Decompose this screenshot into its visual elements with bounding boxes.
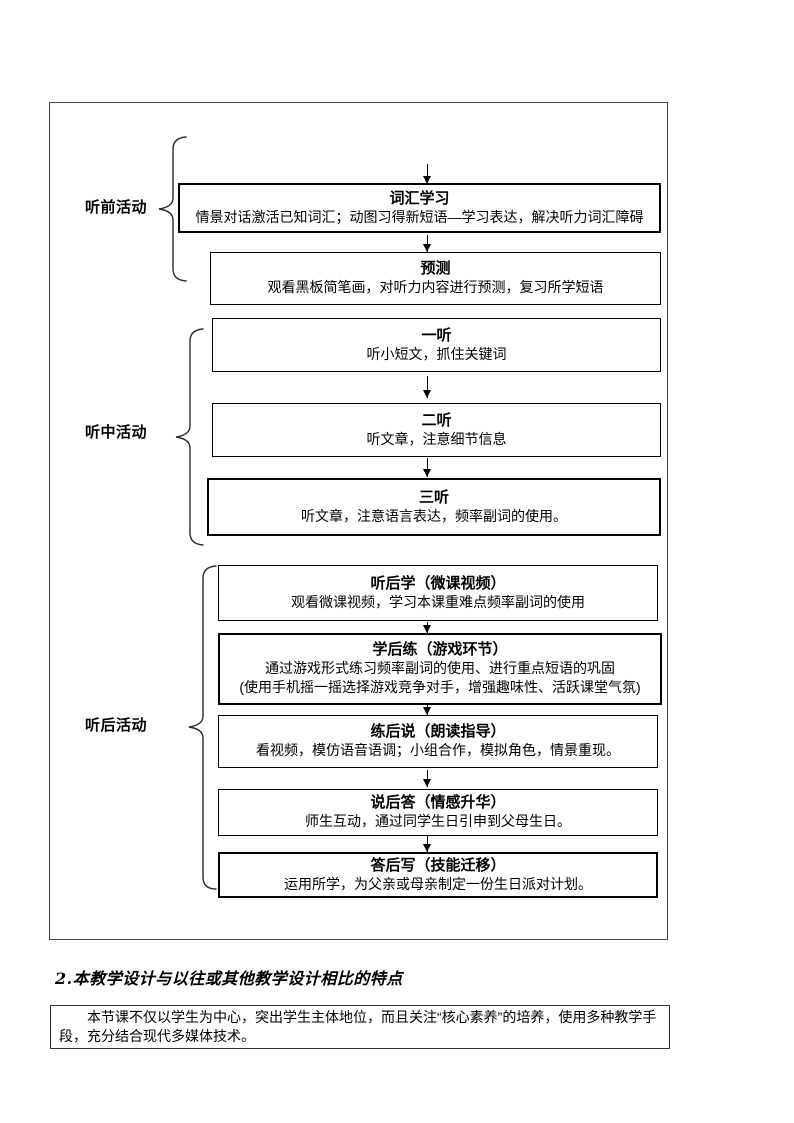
section-2-heading: 2.本教学设计与以往或其他教学设计相比的特点 xyxy=(55,969,403,988)
brace-post-listening xyxy=(188,565,217,890)
box-text: 观看微课视频，学习本课重难点频率副词的使用 xyxy=(291,593,585,610)
brace-pre-listening xyxy=(158,136,187,282)
box-title: 词汇学习 xyxy=(389,189,450,207)
flow-arrow-entry xyxy=(422,164,431,184)
flow-arrow-4-5 xyxy=(422,458,431,477)
flow-box-practice-after-learning: 学后练（游戏环节） 通过游戏形式练习频率副词的使用、进行重点短语的巩固 (使用手… xyxy=(218,633,662,705)
box-text: (使用手机摇一摇选择游戏竞争对手，增强趣味性、活跃课堂气氛) xyxy=(239,679,641,695)
flow-box-prediction: 预测 观看黑板简笔画，对听力内容进行预测，复习所学短语 xyxy=(210,252,661,305)
box-text: 观看黑板简笔画，对听力内容进行预测，复习所学短语 xyxy=(267,279,604,295)
section-label-post-listening: 听后活动 xyxy=(85,717,148,734)
box-title: 二听 xyxy=(421,411,452,429)
flow-box-answer-after-speaking: 说后答（情感升华） 师生互动，通过同学生日引申到父母生日。 xyxy=(218,789,658,836)
section-label-while-listening: 听中活动 xyxy=(85,424,148,441)
flow-box-second-listen: 二听 听文章，注意细节信息 xyxy=(212,403,661,457)
box-text: 通过游戏形式练习频率副词的使用、进行重点短语的巩固 xyxy=(265,660,615,676)
box-text: 听文章，注意细节信息 xyxy=(366,430,507,447)
flow-box-learn-after-listening: 听后学（微课视频） 观看微课视频，学习本课重难点频率副词的使用 xyxy=(218,565,658,621)
box-title: 答后写（技能迁移） xyxy=(370,856,506,874)
flow-box-vocab-learning: 词汇学习 情景对话激活已知词汇；动图习得新短语—学习表达，解决听力词汇障碍 xyxy=(178,183,661,233)
box-text: 看视频，模仿语音语调；小组合作，模拟角色，情景重现。 xyxy=(256,742,620,758)
flow-arrow-6-7 xyxy=(422,622,431,633)
flow-box-write-after-answering: 答后写（技能迁移） 运用所学，为父亲或母亲制定一份生日派对计划。 xyxy=(218,852,658,898)
flow-arrow-7-8 xyxy=(422,705,431,715)
flow-arrow-9-10 xyxy=(422,836,431,852)
section-label-pre-listening: 听前活动 xyxy=(85,199,148,216)
flow-arrow-1-2 xyxy=(422,235,431,252)
box-text: 运用所学，为父亲或母亲制定一份生日派对计划。 xyxy=(284,875,592,892)
box-title: 听后学（微课视频） xyxy=(370,574,506,592)
box-title: 学后练（游戏环节） xyxy=(372,641,508,658)
summary-note-box: 本节课不仅以学生为中心，突出学生主体地位，而且关注“核心素养”的培养，使用多种教… xyxy=(50,1005,670,1049)
flow-box-third-listen: 三听 听文章，注意语言表达，频率副词的使用。 xyxy=(207,478,661,536)
flow-arrow-8-9 xyxy=(422,770,431,787)
box-title: 三听 xyxy=(418,488,449,506)
flow-box-speak-after-practice: 练后说（朗读指导） 看视频，模仿语音语调；小组合作，模拟角色，情景重现。 xyxy=(218,715,658,768)
box-title: 说后答（情感升华） xyxy=(370,794,506,811)
box-text: 情景对话激活已知词汇；动图习得新短语—学习表达，解决听力词汇障碍 xyxy=(195,208,644,225)
box-text: 师生互动，通过同学生日引申到父母生日。 xyxy=(305,813,571,829)
flow-arrow-3-4 xyxy=(422,376,431,398)
box-title: 预测 xyxy=(420,260,451,277)
box-text: 听小短文，抓住关键词 xyxy=(366,345,507,362)
box-title: 练后说（朗读指导） xyxy=(370,723,506,740)
box-title: 一听 xyxy=(421,326,452,344)
brace-while-listening xyxy=(175,328,204,546)
flow-box-first-listen: 一听 听小短文，抓住关键词 xyxy=(212,318,661,372)
box-text: 听文章，注意语言表达，频率副词的使用。 xyxy=(301,507,567,524)
summary-note-text: 本节课不仅以学生为中心，突出学生主体地位，而且关注“核心素养”的培养，使用多种教… xyxy=(59,1009,657,1044)
